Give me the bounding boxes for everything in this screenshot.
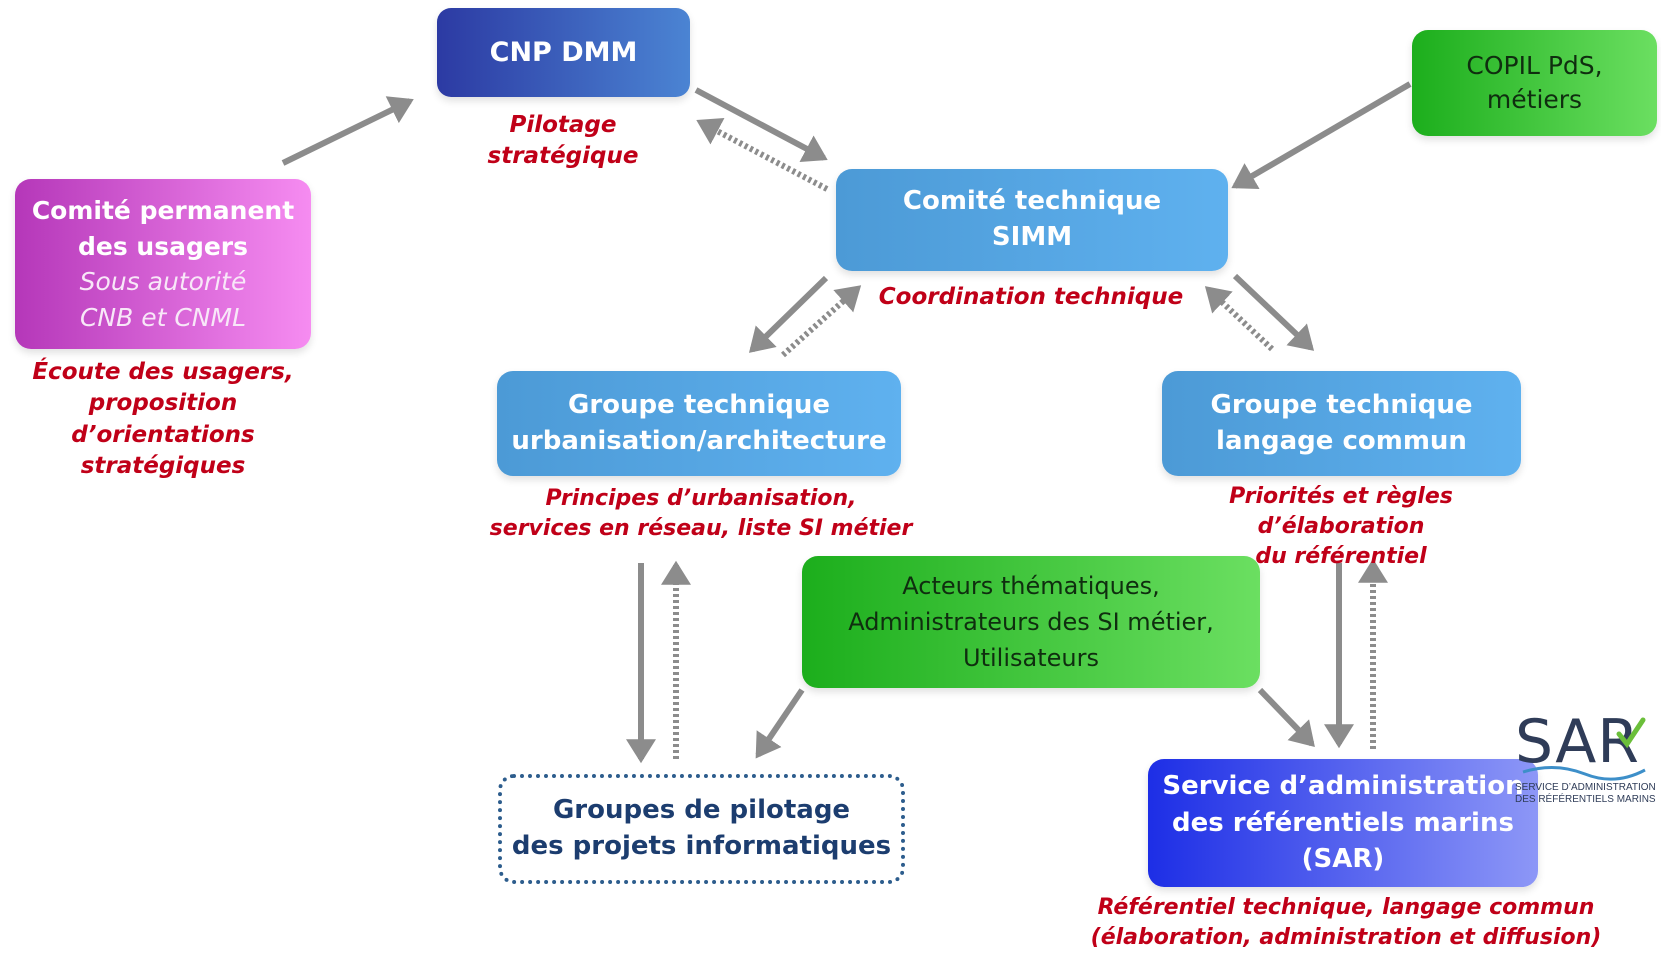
arrow-acteurs-to-sar (1257, 687, 1315, 748)
node-comite-permanent-line2: des usagers (77, 231, 249, 261)
sar-logo: SAR SERVICE D’ADMINISTRATION DES RÉFÉREN… (1515, 707, 1656, 808)
node-comite-permanent-line3: Sous autorité (79, 267, 247, 296)
arrow-cnp-to-comite-tech (694, 87, 828, 162)
arrow-acteurs-to-groupes (755, 688, 805, 759)
node-cnp-dmm-label: CNP DMM (489, 36, 638, 68)
node-acteurs: Acteurs thématiques, Administrateurs des… (802, 556, 1260, 688)
node-groupes-pilotage-line1: Groupes de pilotage (552, 795, 851, 826)
caption-sar: Référentiel technique, langage commun (é… (1090, 895, 1602, 951)
node-comite-technique-line2: SIMM (991, 222, 1073, 252)
node-sar-line2: des référentiels marins (1172, 807, 1514, 838)
node-gt-urbanisation: Groupe technique urbanisation/architectu… (497, 371, 901, 476)
node-copil-line2: métiers (1486, 85, 1583, 114)
node-comite-permanent: Comité permanent des usagers Sous autori… (15, 179, 311, 349)
node-groupes-pilotage-line2: des projets informatiques (511, 831, 892, 861)
node-comite-permanent-line1: Comité permanent (31, 196, 295, 225)
caption-comite-technique: Coordination technique (878, 284, 1184, 310)
node-gt-langage: Groupe technique langage commun (1162, 371, 1521, 476)
arrow-copil-to-comite-tech (1231, 81, 1412, 189)
node-comite-permanent-line4: CNB et CNML (79, 302, 247, 332)
node-acteurs-line1: Acteurs thématiques, (902, 572, 1160, 600)
node-sar-line3: (SAR) (1301, 844, 1385, 875)
arrow-comite-tech-to-cnp-feedback (696, 117, 829, 192)
node-gt-langage-line1: Groupe technique (1210, 389, 1473, 420)
node-comite-technique: Comité technique SIMM (836, 169, 1228, 271)
node-comite-technique-line1: Comité technique (902, 186, 1162, 217)
caption-comite-permanent: Écoute des usagers, proposition d’orient… (32, 359, 294, 479)
node-gt-urbanisation-line1: Groupe technique (568, 389, 830, 420)
arrow-usagers-to-cnp (281, 96, 414, 166)
sar-logo-wave-icon (1522, 717, 1646, 781)
sar-logo-letters: SAR (1515, 707, 1640, 777)
node-copil-line1: COPIL PdS, (1466, 50, 1603, 80)
node-sar-line1: Service d’administration (1162, 771, 1524, 802)
caption-gt-urbanisation: Principes d’urbanisation, services en ré… (489, 486, 913, 541)
caption-cnp-dmm: Pilotage stratégique (487, 112, 639, 170)
caption-gt-langage: Priorités et règles d’élaboration du réf… (1229, 484, 1453, 569)
node-sar: Service d’administration des référentiel… (1148, 759, 1538, 887)
arrow-gt-lang-to-comite-tech-feedback (1204, 286, 1275, 352)
arrow-comite-tech-to-gt-lang (1232, 273, 1315, 351)
node-groupes-pilotage: Groupes de pilotage des projets informat… (498, 774, 905, 884)
sar-logo-line2: DES RÉFÉRENTIELS MARINS (1515, 794, 1656, 805)
node-acteurs-line2: Administrateurs des SI métier, (848, 608, 1214, 636)
node-cnp-dmm: CNP DMM (437, 8, 690, 97)
node-copil: COPIL PdS, métiers (1412, 30, 1657, 136)
node-gt-langage-line2: langage commun (1216, 425, 1467, 456)
sar-logo-line1: SERVICE D’ADMINISTRATION (1515, 782, 1656, 793)
arrow-comite-tech-to-gt-urba (748, 275, 829, 353)
node-acteurs-line3: Utilisateurs (963, 644, 1099, 672)
arrow-gt-urba-to-comite-tech-feedback (781, 285, 862, 358)
node-gt-urbanisation-line2: urbanisation/architecture (511, 425, 887, 456)
